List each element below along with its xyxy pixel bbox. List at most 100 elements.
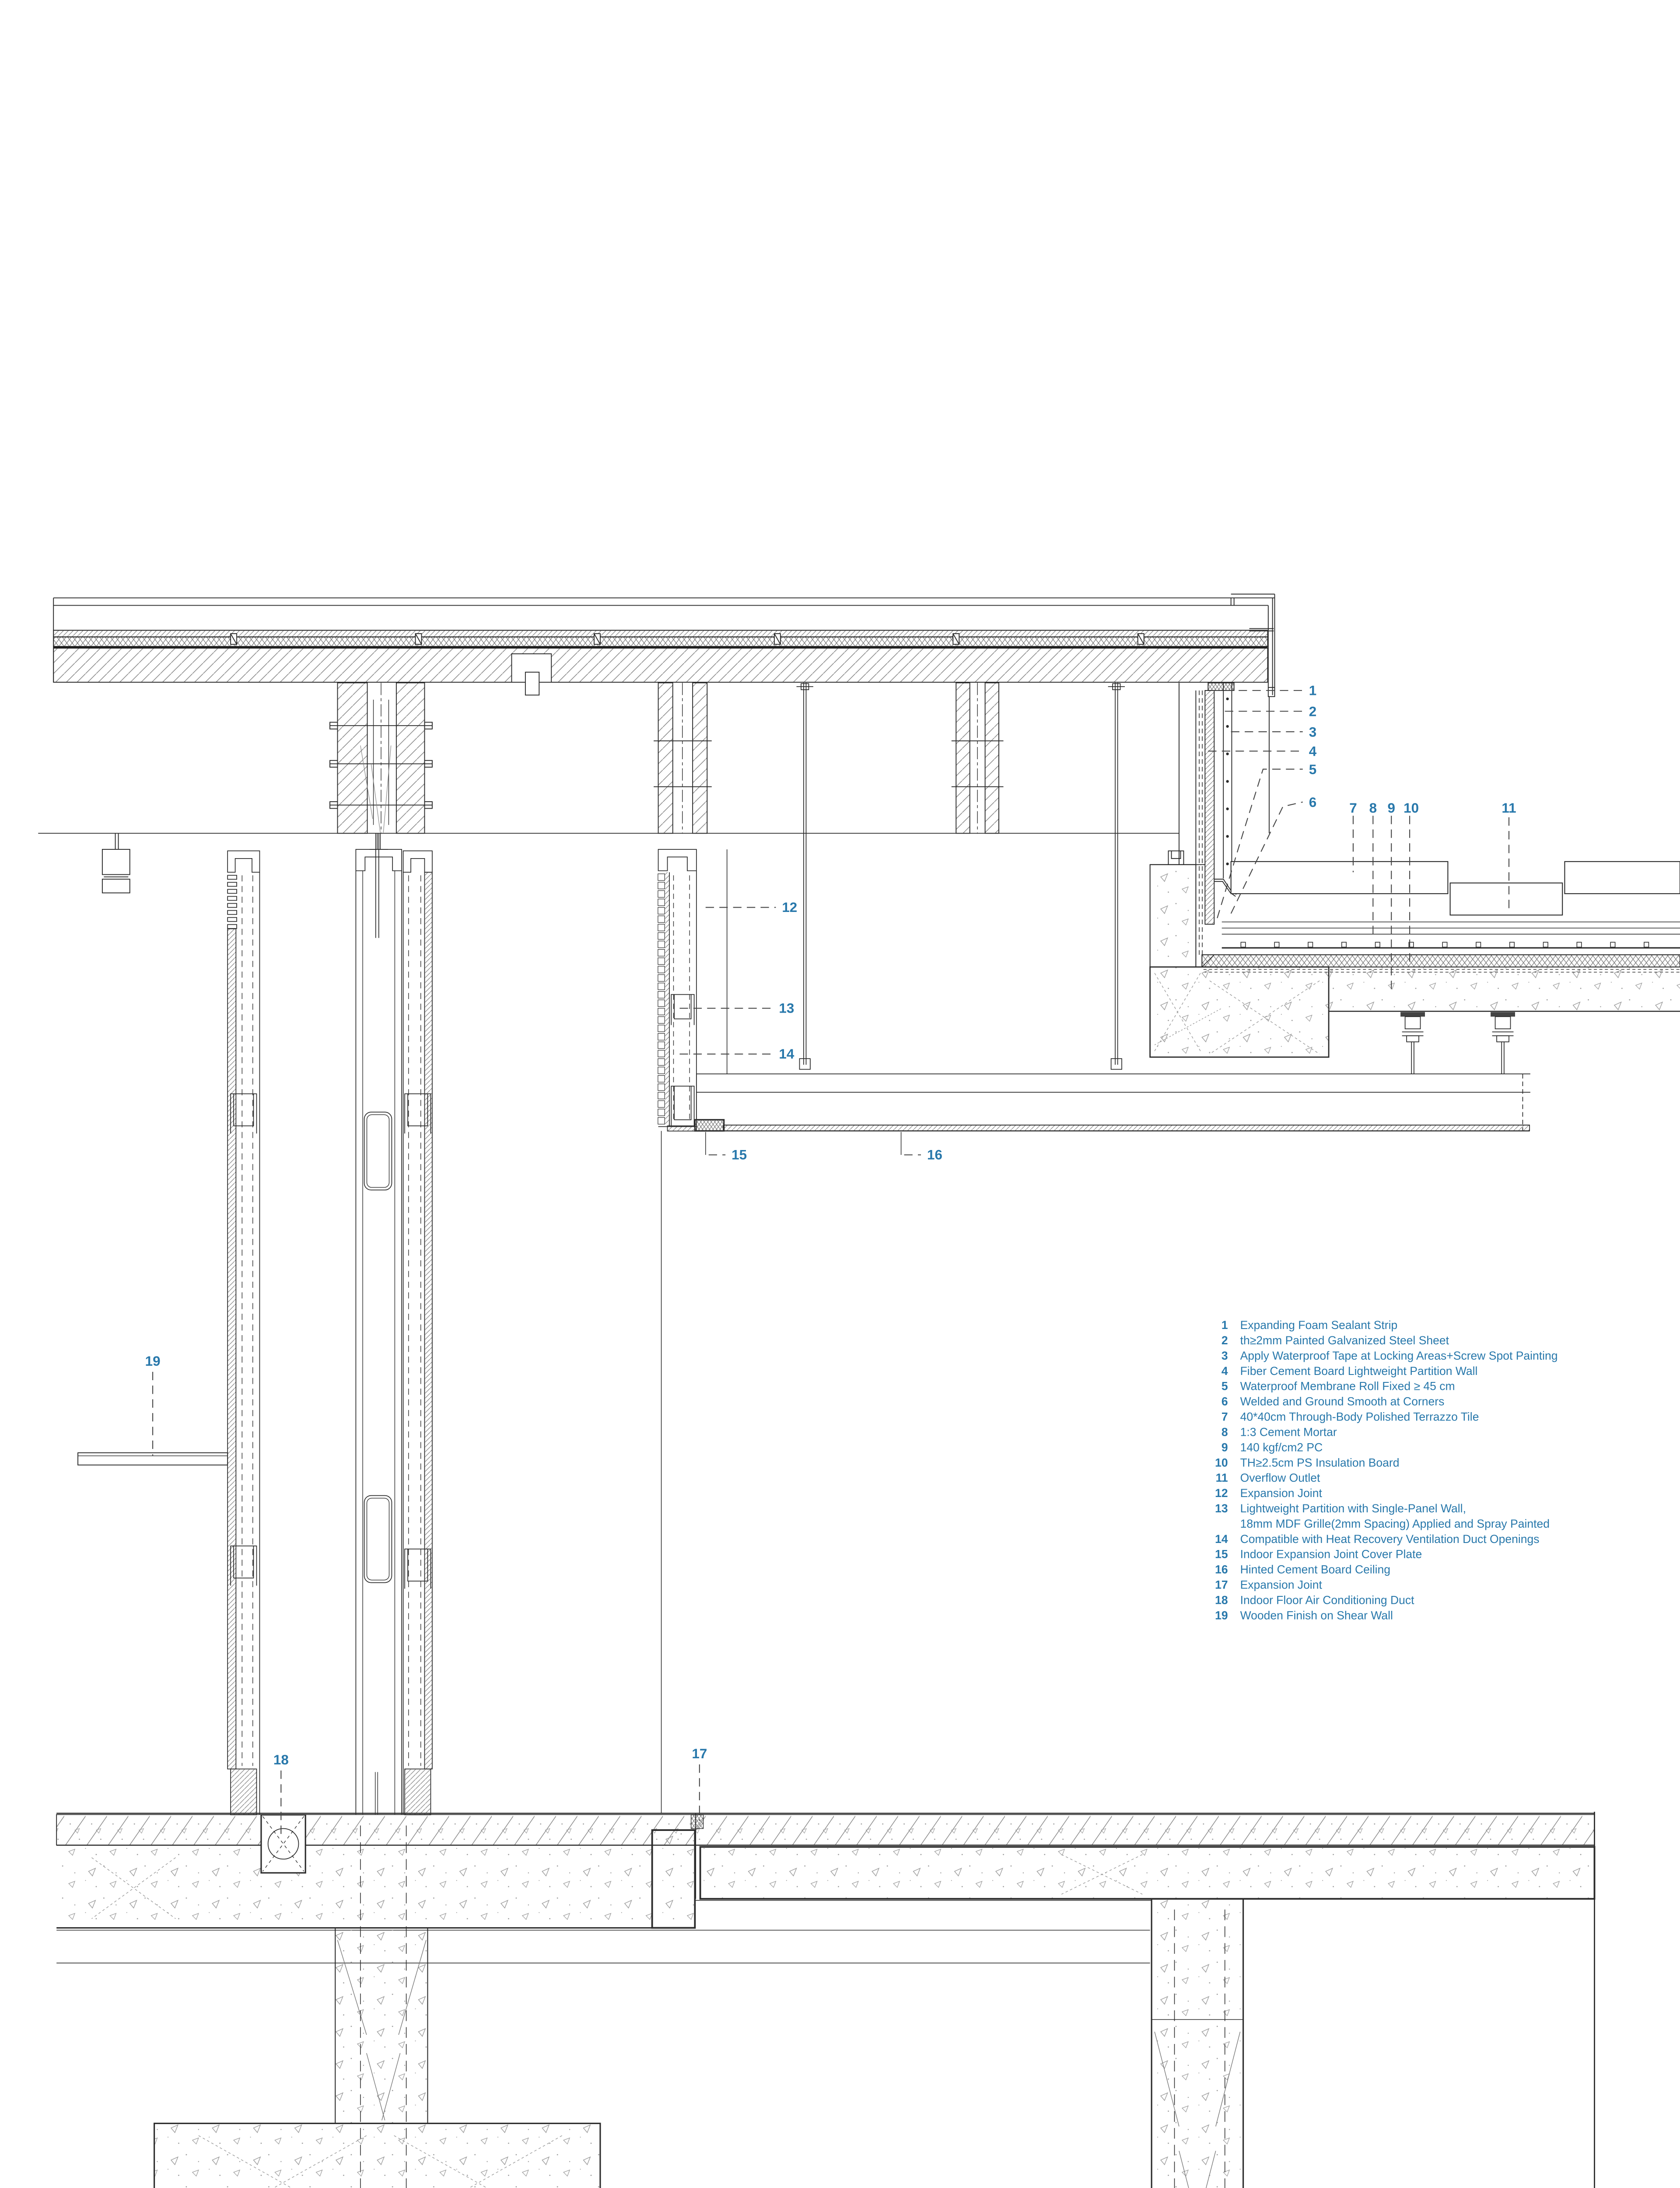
callout-6: 6 — [1309, 795, 1316, 810]
expansion-joint-cover-plate — [694, 1119, 725, 1132]
bottom-track — [230, 1768, 257, 1816]
callout-19: 19 — [145, 1353, 161, 1369]
legend-text-2: th≥2mm Painted Galvanized Steel Sheet — [1240, 1334, 1449, 1347]
legend-num-7: 7 — [1222, 1410, 1228, 1424]
callout-4: 4 — [1309, 744, 1317, 759]
waterproof-membrane-dashed — [1199, 690, 1203, 955]
legend-text-1: Expanding Foam Sealant Strip — [1240, 1318, 1398, 1332]
mid-channel-1 — [404, 1093, 431, 1134]
mid-channel-2 — [404, 1548, 431, 1589]
left-footing — [154, 2122, 601, 2188]
beam-b — [654, 682, 712, 834]
beam-x-marks — [1154, 973, 1320, 1055]
legend-text-3: Apply Waterproof Tape at Locking Areas+S… — [1240, 1349, 1558, 1362]
top-track — [658, 849, 697, 871]
ceiling-assembly — [667, 1012, 1530, 1132]
floor-slab-right — [699, 1846, 1596, 1900]
base-channel — [1168, 850, 1184, 865]
legend-num-2: 2 — [1222, 1334, 1228, 1347]
legend: 1 Expanding Foam Sealant Strip 2 th≥2mm … — [1215, 1318, 1558, 1622]
callout-1: 1 — [1309, 683, 1316, 698]
mdf-grille-teeth — [658, 873, 665, 1125]
roof-fasteners — [230, 633, 1144, 645]
beam-a-bolts — [329, 722, 433, 809]
legend-text-13b: 18mm MDF Grille(2mm Spacing) Applied and… — [1240, 1517, 1550, 1530]
right-face-board — [424, 872, 433, 1770]
callout-16: 16 — [927, 1147, 942, 1163]
terrazzo-tile-b-lowered — [1449, 882, 1563, 916]
legend-text-5: Waterproof Membrane Roll Fixed ≥ 45 cm — [1240, 1380, 1455, 1393]
legend-num-9: 9 — [1222, 1441, 1228, 1454]
bottom-track — [404, 1768, 431, 1816]
leader-5 — [1217, 768, 1303, 919]
legend-num-1: 1 — [1222, 1318, 1228, 1332]
legend-text-4: Fiber Cement Board Lightweight Partition… — [1240, 1364, 1478, 1378]
beam-sections — [329, 682, 1004, 849]
foundations — [154, 1812, 1595, 2188]
legend-num-17: 17 — [1215, 1578, 1228, 1592]
parapet-edge — [1150, 682, 1270, 955]
legend-num-10: 10 — [1215, 1456, 1228, 1469]
legend-num-6: 6 — [1222, 1395, 1228, 1408]
bottom-stud — [671, 1086, 695, 1126]
beam-c — [951, 682, 1004, 834]
legend-text-18: Indoor Floor Air Conditioning Duct — [1240, 1593, 1415, 1606]
partition-wall — [227, 833, 433, 1816]
callout-numbers: 1 2 3 4 5 6 7 8 9 10 11 12 13 14 15 16 1… — [145, 683, 1516, 1767]
callout-2: 2 — [1309, 704, 1316, 719]
slab-x-marks — [91, 1854, 1143, 1919]
callout-5: 5 — [1309, 762, 1316, 777]
legend-text-15: Indoor Expansion Joint Cover Plate — [1240, 1548, 1422, 1561]
pc-anchors — [1240, 942, 1649, 948]
terrazzo-tile-c — [1564, 861, 1680, 894]
legend-num-3: 3 — [1222, 1349, 1228, 1362]
slab-junction-box-inner — [525, 672, 540, 696]
roof-assembly — [53, 593, 1275, 697]
legend-text-13a: Lightweight Partition with Single-Panel … — [1240, 1502, 1466, 1515]
ceiling-bracket-1 — [1400, 1012, 1425, 1074]
legend-text-19: Wooden Finish on Shear Wall — [1240, 1609, 1393, 1622]
callout-8: 8 — [1369, 800, 1377, 816]
ps-insulation-board — [1201, 954, 1680, 968]
legend-num-8: 8 — [1222, 1425, 1228, 1438]
steel-sheet-screws — [1226, 697, 1229, 866]
callout-12: 12 — [782, 900, 797, 915]
legend-text-6: Welded and Ground Smooth at Corners — [1240, 1395, 1445, 1408]
mid-channel-1 — [230, 1093, 257, 1134]
light-fixture — [102, 833, 130, 894]
legend-num-12: 12 — [1215, 1487, 1228, 1500]
callout-17: 17 — [692, 1746, 707, 1761]
legend-num-14: 14 — [1215, 1532, 1228, 1546]
ceiling-hanger-rods — [796, 683, 1125, 1070]
floor-screed-band — [56, 1814, 1595, 1846]
legend-text-17: Expansion Joint — [1240, 1578, 1323, 1592]
ceiling-board-stub — [667, 1125, 696, 1132]
legend-num-4: 4 — [1222, 1364, 1228, 1378]
legend-text-11: Overflow Outlet — [1240, 1471, 1320, 1484]
terrace-floor — [1149, 861, 1680, 1058]
joint-foam — [690, 1814, 704, 1829]
callout-10: 10 — [1404, 800, 1419, 816]
legend-text-16: Hinted Cement Board Ceiling — [1240, 1563, 1390, 1576]
callout-14: 14 — [779, 1046, 794, 1062]
wall-center-leaf — [355, 833, 402, 1815]
left-pier — [335, 1825, 428, 2188]
mid-stud — [671, 994, 695, 1025]
wood-finish-strip — [227, 928, 237, 1770]
wall-right-leaf — [402, 850, 433, 1816]
callout-11: 11 — [1502, 800, 1516, 816]
floor-ac-duct — [260, 1814, 306, 1874]
legend-num-18: 18 — [1215, 1593, 1228, 1606]
mid-partition — [658, 849, 728, 1813]
callout-18: 18 — [273, 1752, 289, 1767]
legend-text-7: 40*40cm Through-Body Polished Terrazzo T… — [1240, 1410, 1479, 1424]
fiber-cement-board — [1204, 690, 1215, 925]
mid-channel-2 — [230, 1545, 257, 1586]
ac-duct-opening-1 — [364, 1112, 392, 1191]
legend-num-15: 15 — [1215, 1548, 1228, 1561]
roof-slab — [53, 648, 1268, 683]
terrazzo-tile-a — [1230, 861, 1449, 894]
mdf-comb — [227, 875, 237, 929]
callout-7: 7 — [1349, 800, 1357, 816]
callout-leaders — [152, 690, 1510, 1840]
